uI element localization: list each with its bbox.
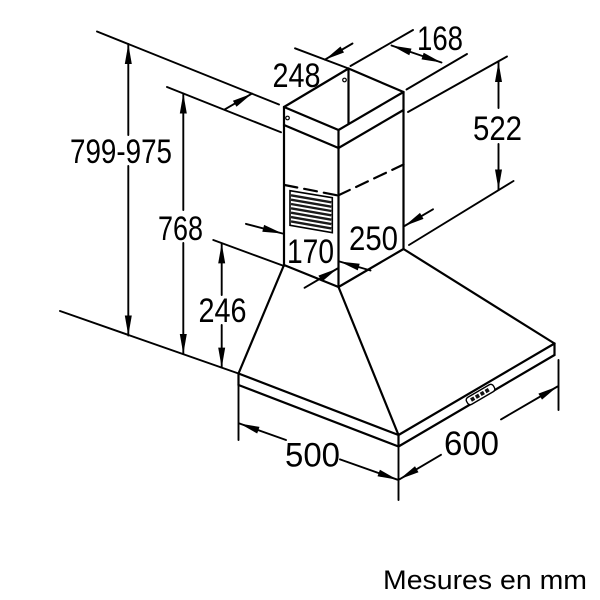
chimney-bottom-front-edge [337, 247, 405, 289]
control-button [474, 393, 481, 399]
extension-line [349, 29, 414, 67]
arrowhead-inward [404, 212, 424, 226]
vent-grille [289, 189, 334, 234]
dim-label-168: 168 [417, 20, 463, 58]
plate-top-front-edge [397, 342, 556, 437]
arrowhead-left [399, 466, 419, 480]
arrowhead-right [421, 52, 442, 63]
screw-hole-top [342, 77, 347, 83]
control-button [479, 390, 485, 397]
chimney-top-back-left-edge [282, 67, 350, 109]
dim-label-170: 170 [287, 233, 334, 271]
dim-label-246: 246 [199, 292, 247, 330]
arrowhead-down [218, 347, 226, 368]
dim-label-500: 500 [285, 437, 340, 475]
upper-section-hidden-edge-left [283, 183, 340, 197]
dim-label-522: 522 [473, 110, 522, 148]
screw-hole-left [285, 115, 290, 121]
arrowhead-inward [262, 224, 283, 234]
dim-chimney-top-depth: 168 [349, 20, 468, 91]
arrowhead-up [124, 44, 132, 64]
dim-canopy-height: 246 [199, 239, 285, 369]
dim-canopy-width: 600 [398, 359, 560, 481]
grille-slat [290, 194, 332, 204]
dim-chimney-top-width: 248 [223, 42, 354, 111]
chimney-top-left-edge [282, 105, 340, 132]
canopy-left-ridge [237, 263, 286, 375]
chimney-top-back-right-edge [347, 67, 405, 94]
arrowhead-left [239, 423, 260, 434]
arrowhead-inward [318, 268, 338, 282]
arrowhead-inward [339, 261, 360, 271]
dim-label-768: 768 [158, 210, 203, 248]
extension-line [59, 310, 240, 375]
dim-label-total-height: 799-975 [70, 133, 172, 171]
chimney-bottom-left-edge [282, 263, 340, 289]
lower-section-top-front [337, 108, 405, 150]
dim-total-height: 799-975 [59, 30, 280, 375]
arrowhead-down [179, 334, 187, 354]
dim-canopy-depth: 500 [237, 373, 400, 501]
extension-line [294, 47, 350, 70]
grille-slat [290, 215, 332, 226]
control-panel [465, 383, 496, 406]
dim-chimney-base-depth: 170 [245, 222, 372, 272]
upper-section-hidden-edge-front [336, 163, 405, 197]
chimney-duct [282, 67, 405, 289]
arrowhead-up [495, 62, 502, 82]
arrowhead-down [495, 169, 502, 190]
dim-label-250: 250 [349, 220, 398, 258]
plate-top-left-edge [237, 372, 400, 437]
chimney-top-front-edge [337, 90, 405, 132]
control-button [470, 396, 476, 402]
arrowhead-up [218, 243, 226, 264]
grille-slat [290, 211, 332, 221]
arrowhead-up [179, 93, 187, 114]
units-note: Mesures en mm [383, 565, 587, 595]
dim-chimney-height: 522 [407, 55, 522, 246]
arrowhead-down [124, 315, 132, 336]
lower-section-top-left [282, 123, 340, 150]
grille-slat [290, 198, 332, 208]
arrowhead-inward [232, 93, 252, 107]
dim-chimney-base-width: 250 [303, 208, 434, 289]
dim-wall-duct-height: 768 [158, 86, 282, 355]
dim-label-248: 248 [273, 57, 321, 95]
grille-slat [290, 207, 332, 217]
grille-slat [290, 202, 332, 213]
pyramid-canopy [237, 247, 556, 437]
extension-line [212, 239, 285, 267]
extension-line [96, 30, 280, 106]
dim-label-600: 600 [444, 425, 499, 463]
base-plate [237, 342, 556, 448]
arrowhead-inward [325, 46, 344, 60]
arrowhead-right [377, 469, 398, 480]
arrowhead-right [538, 386, 558, 400]
extension-line [407, 55, 508, 113]
extension-line [405, 53, 468, 91]
canopy-front-ridge [337, 285, 400, 437]
grille-slat [290, 220, 332, 230]
arrowhead-left [391, 45, 412, 56]
plate-bottom-left-edge [237, 383, 400, 448]
canopy-right-ridge [402, 247, 556, 345]
extension-line [408, 180, 515, 246]
control-button [484, 388, 490, 394]
